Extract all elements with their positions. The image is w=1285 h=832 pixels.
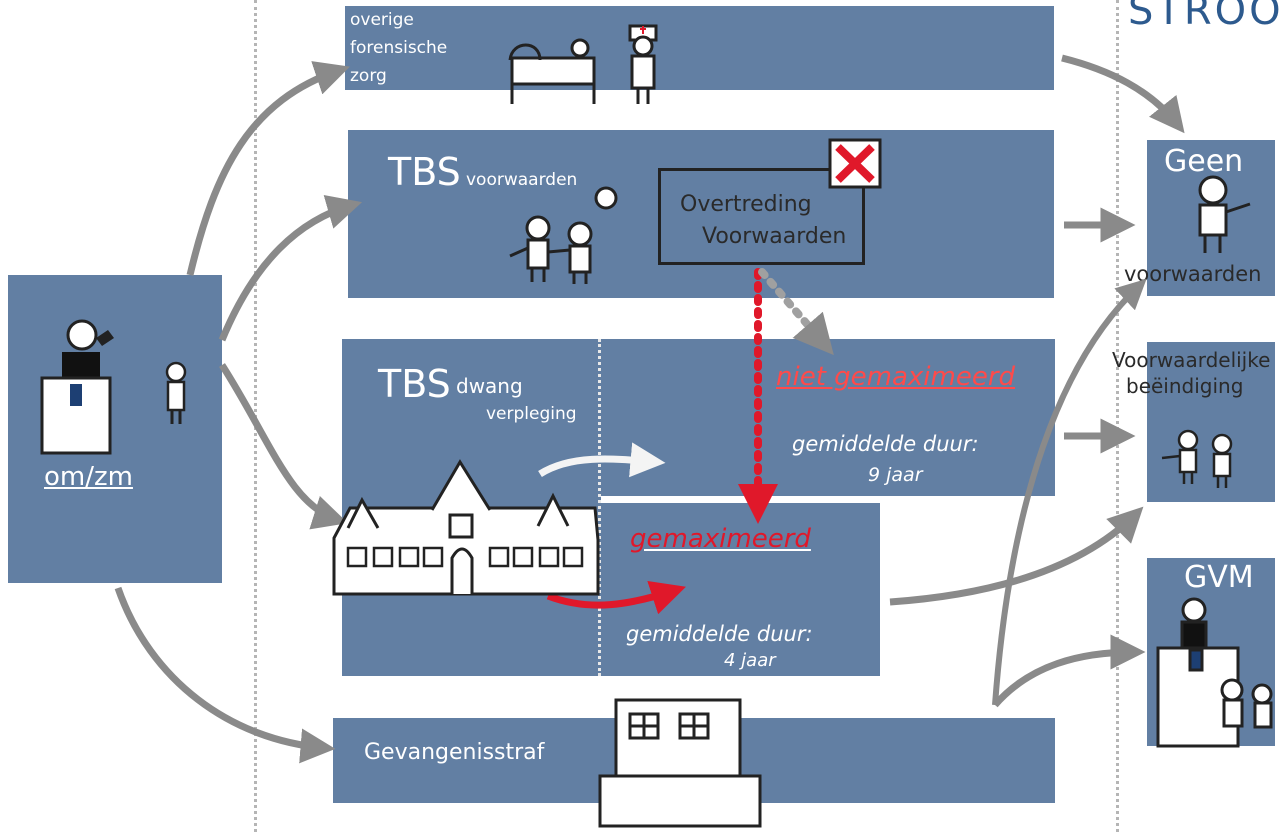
tbs-dwang-line2: verpleging xyxy=(486,404,577,424)
tbs-dwang-tbs: TBS xyxy=(378,362,451,406)
gevangenis-label: Gevangenisstraf xyxy=(364,740,545,765)
tbs-voorwaarden-tbs: TBS xyxy=(388,150,461,194)
arrow-to-geen-long xyxy=(992,278,1147,706)
geen-figure xyxy=(1198,175,1251,253)
gemaximeerd-line1: gemiddelde duur: xyxy=(626,622,813,646)
overige-line1: overige xyxy=(350,10,414,30)
arrow-to-gevangenis xyxy=(114,586,336,764)
court-label: om/zm xyxy=(44,462,133,492)
overtreding-line1: Overtreding xyxy=(680,192,812,217)
arrow-to-tbs-dwang xyxy=(219,363,349,530)
gemaximeerd-line2: 4 jaar xyxy=(724,650,776,671)
voorwaardelijk-figures xyxy=(1161,429,1233,488)
bed-drawing xyxy=(508,38,596,104)
arrow-to-gvm xyxy=(992,634,1146,708)
tbs-voorwaarden-box xyxy=(348,130,1054,298)
arrow-overige-to-geen xyxy=(1061,54,1185,134)
overige-line2: forensische xyxy=(350,38,448,58)
building-drawing xyxy=(332,459,600,596)
red-flow-arrow xyxy=(546,580,686,615)
outcome-geen-bottom: voorwaarden xyxy=(1124,262,1262,286)
tbs-dwang-divider xyxy=(598,339,601,676)
white-flow-arrow xyxy=(538,442,666,478)
niet-gemaximeerd-line2: 9 jaar xyxy=(868,464,923,486)
two-figures xyxy=(509,186,618,284)
nurse-drawing xyxy=(628,24,658,104)
building-windows xyxy=(346,546,584,568)
outcome-voorwaardelijke-box xyxy=(1147,342,1275,502)
gemaximeerd-gap xyxy=(601,496,1055,503)
gvm-figure xyxy=(1156,597,1273,748)
tbs-dwang-line1: dwang xyxy=(456,374,523,398)
prison-drawing xyxy=(598,698,762,828)
tbs-voorwaarden-suffix: voorwaarden xyxy=(466,170,578,190)
column-divider-right xyxy=(1116,0,1119,832)
overige-line3: zorg xyxy=(350,66,387,86)
outcome-voorwaardelijke-1: Voorwaardelijke xyxy=(1112,348,1271,372)
overtreding-line2: Voorwaarden xyxy=(702,224,847,249)
overtreding-box xyxy=(658,168,865,265)
grey-dotted-arrow xyxy=(758,268,834,356)
overige-zorg-box xyxy=(345,6,1054,90)
gemaximeerd-title: gemaximeerd xyxy=(630,524,811,554)
corner-title: STROOM xyxy=(1128,0,1285,34)
outcome-voorwaardelijke-2: beëindiging xyxy=(1126,374,1244,398)
outcome-geen-top: Geen xyxy=(1164,144,1244,179)
arrow-to-tbs-voorwaarden xyxy=(218,194,363,342)
outcome-gvm-label: GVM xyxy=(1184,560,1254,595)
arrow-gem-to-voorwaardelijk xyxy=(889,506,1144,606)
niet-gemaximeerd-line1: gemiddelde duur: xyxy=(792,432,979,456)
arrow-to-overige xyxy=(186,61,350,276)
niet-gemaximeerd-title: niet gemaximeerd xyxy=(776,362,1016,392)
